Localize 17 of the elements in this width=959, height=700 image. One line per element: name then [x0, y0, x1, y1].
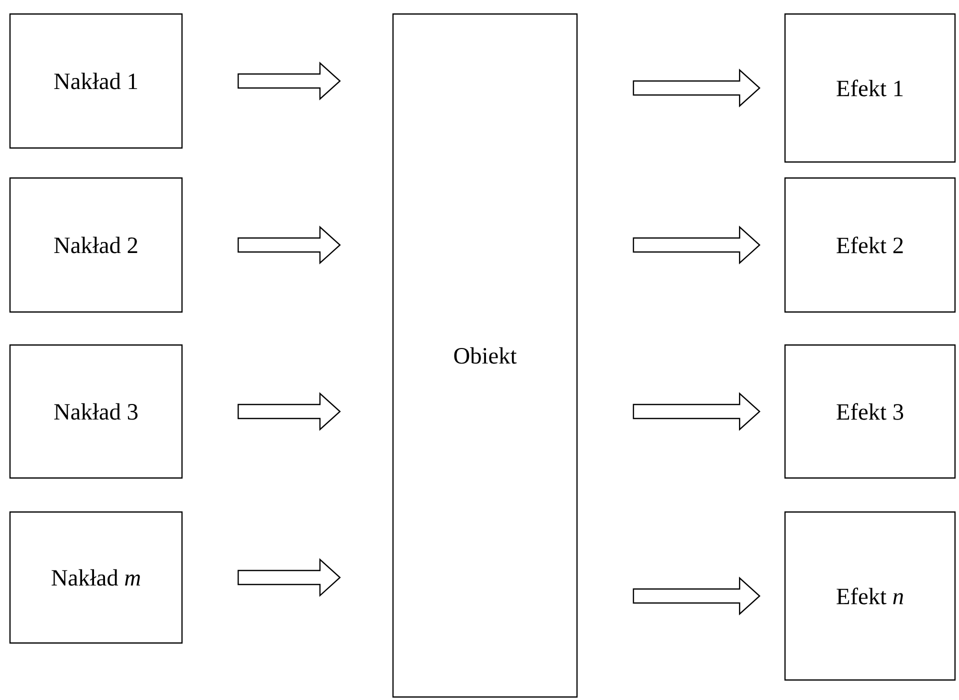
block-arrow	[238, 392, 341, 431]
block-arrow	[632, 68, 760, 108]
process-box: Efekt 1	[784, 13, 956, 163]
process-box: Efekt n	[784, 511, 956, 681]
block-arrow	[238, 226, 341, 264]
process-box: Nakład 2	[9, 177, 183, 313]
process-box: Nakład m	[9, 511, 183, 644]
object-box: Obiekt	[392, 13, 578, 698]
block-arrow	[238, 558, 341, 597]
block-arrow	[238, 62, 341, 100]
block-arrow	[632, 226, 760, 264]
process-box: Efekt 2	[784, 177, 956, 313]
process-box: Efekt 3	[784, 344, 956, 479]
process-box: Nakład 1	[9, 13, 183, 149]
process-box: Nakład 3	[9, 344, 183, 479]
block-arrow	[632, 392, 760, 431]
block-arrow	[632, 576, 760, 616]
